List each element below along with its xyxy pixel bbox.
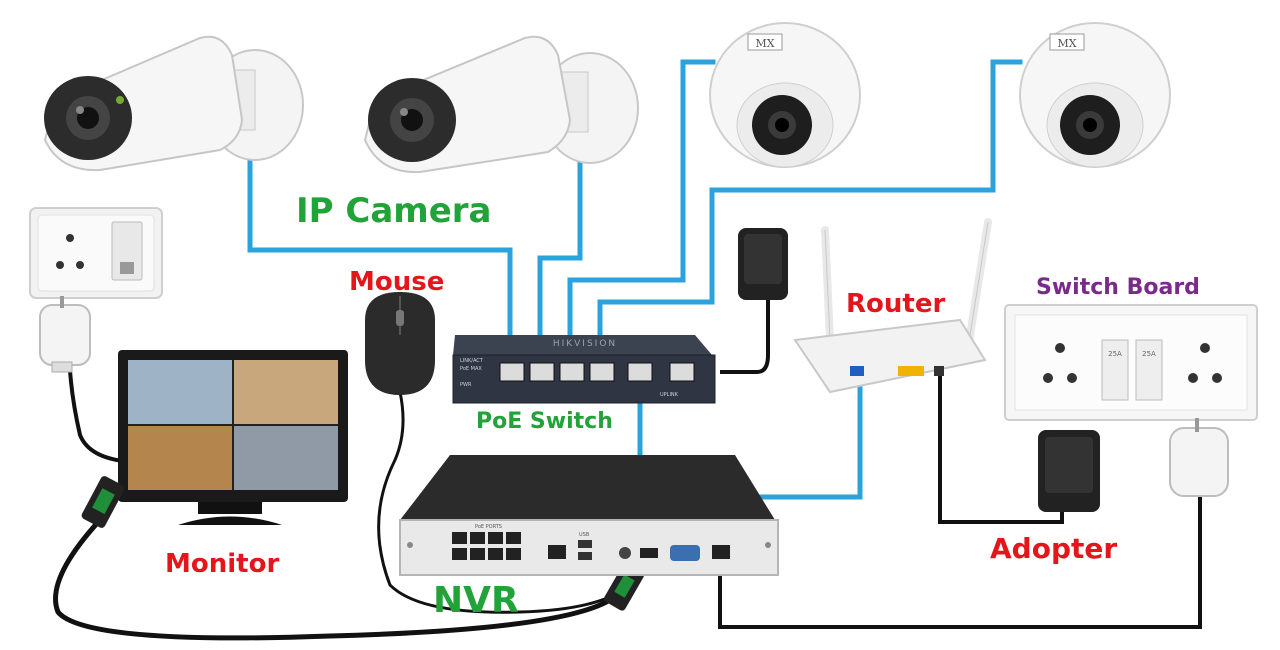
- dome-brand-2: MX: [1057, 37, 1076, 50]
- label-monitor: Monitor: [165, 549, 279, 579]
- cable-dome-cam-2: [597, 59, 1023, 368]
- nvr-ports-label: PoE PORTS: [475, 524, 502, 530]
- plug-left: [39, 296, 91, 373]
- mouse-device: [365, 292, 435, 395]
- cable-bullet-cam-1: [247, 147, 513, 368]
- bullet-camera-1: [43, 35, 304, 172]
- switch-led-1: LINK/ACT: [460, 358, 484, 364]
- label-poe-switch: PoE Switch: [476, 409, 613, 434]
- router-power-adapter: [1038, 430, 1100, 512]
- socket-rating-2: 25A: [1142, 350, 1156, 358]
- bullet-camera-2: [363, 35, 639, 174]
- switch-ports: [499, 362, 695, 382]
- power-and-signal-cables: [53, 300, 1202, 641]
- label-switch-board: Switch Board: [1036, 275, 1200, 300]
- dome-camera-2: MX: [1019, 22, 1171, 168]
- router-device: [793, 218, 992, 394]
- switch-brand: HIKVISION: [553, 339, 617, 349]
- cable-monitor-power: [68, 369, 136, 464]
- switch-led-2: PoE MAX: [460, 366, 482, 372]
- cable-router-adapter: [938, 375, 1064, 524]
- cable-mouse: [377, 391, 631, 614]
- switch-uplink-label: UPLINK: [660, 392, 679, 398]
- nvr-poe-ports: [452, 532, 521, 560]
- cable-hdmi: [53, 518, 612, 641]
- wall-socket: [29, 207, 163, 299]
- cable-dome-cam-1: [567, 59, 716, 368]
- dome-brand-1: MX: [755, 37, 774, 50]
- poe-switch-device: HIKVISION LINK/ACT PoE MAX PWR UPLINK: [452, 335, 716, 404]
- label-adopter: Adopter: [990, 532, 1117, 565]
- switch-board-device: 25A 25A: [1004, 304, 1258, 421]
- nvr-device: PoE PORTS USB: [399, 455, 779, 576]
- label-nvr: NVR: [433, 580, 519, 621]
- cable-switch-adapter: [720, 300, 770, 374]
- plug-right: [1169, 418, 1229, 497]
- label-mouse: Mouse: [349, 267, 444, 297]
- cable-bullet-cam-2: [537, 157, 583, 368]
- nvr-usb-label: USB: [579, 532, 590, 538]
- dome-camera-1: MX: [709, 22, 861, 168]
- hdmi-connector-left: [81, 476, 125, 528]
- cable-nvr-power: [718, 495, 1202, 629]
- socket-rating-1: 25A: [1108, 350, 1122, 358]
- labels: IP Camera Mouse Router Switch Board PoE …: [165, 191, 1200, 621]
- monitor-device: [118, 350, 348, 525]
- switch-power-adapter: [738, 228, 788, 300]
- switch-led-3: PWR: [460, 382, 472, 388]
- label-ip-camera: IP Camera: [296, 191, 492, 231]
- label-router: Router: [846, 289, 945, 319]
